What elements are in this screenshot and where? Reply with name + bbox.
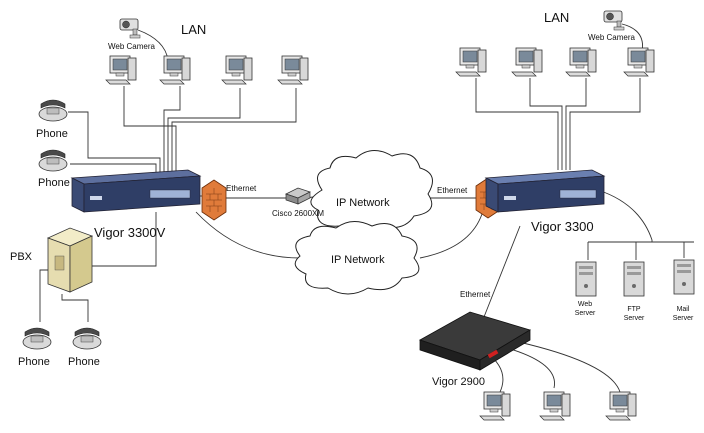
computer-icon xyxy=(277,55,309,85)
phone-label-1: Phone xyxy=(36,128,68,140)
ethernet-left-label: Ethernet xyxy=(226,184,257,193)
telephone-icon xyxy=(38,149,68,172)
telephone-icon xyxy=(72,327,102,350)
computer-icon xyxy=(455,47,487,77)
computer-icon xyxy=(565,47,597,77)
phone-label-2: Phone xyxy=(38,177,70,189)
phone-label-3: Phone xyxy=(18,356,50,368)
web-server-label-line1: Web xyxy=(577,301,593,308)
computer-icon xyxy=(511,47,543,77)
phone-label-4: Phone xyxy=(68,356,100,368)
web-camera-left-label: Web Camera xyxy=(108,42,155,51)
vigor-3300-label: Vigor 3300 xyxy=(531,219,594,234)
server-icon xyxy=(623,261,645,297)
telephone-icon xyxy=(38,99,68,122)
cisco-label: Cisco 2600XM xyxy=(272,209,325,218)
ethernet-right-label: Ethernet xyxy=(437,186,468,195)
server-icon xyxy=(575,261,597,297)
vigor-2900-label: Vigor 2900 xyxy=(432,376,486,388)
ip-network-top-label: IP Network xyxy=(336,197,390,209)
pbx-icon xyxy=(46,227,94,293)
computer-icon xyxy=(539,391,571,421)
computer-icon xyxy=(221,55,253,85)
ip-network-bottom-label: IP Network xyxy=(331,254,385,266)
lan-left-label: LAN xyxy=(181,22,207,37)
cisco-router xyxy=(285,187,311,205)
telephone-icon xyxy=(22,327,52,350)
vigor-3300-router xyxy=(484,169,606,213)
cloud-icon xyxy=(310,150,433,233)
web-server-label-line2: Server xyxy=(574,310,596,317)
computer-icon xyxy=(105,55,137,85)
ftp-server-label-line1: FTP xyxy=(627,306,641,313)
server-icon xyxy=(673,259,695,295)
web-camera-right-label: Web Camera xyxy=(588,33,635,42)
firewall-icon xyxy=(201,179,227,221)
web-camera-icon xyxy=(119,18,141,39)
ethernet-bottom-label: Ethernet xyxy=(460,290,491,299)
computer-icon xyxy=(159,55,191,85)
vigor-2900-router xyxy=(419,311,531,371)
cloud-icon xyxy=(294,221,420,295)
computer-icon xyxy=(623,47,655,77)
vigor-3300v-label: Vigor 3300V xyxy=(94,225,166,240)
computer-icon xyxy=(479,391,511,421)
pbx-label: PBX xyxy=(10,251,33,263)
lan-right-label: LAN xyxy=(544,10,570,25)
mail-server-label-line1: Mail xyxy=(676,306,690,313)
mail-server-label-line2: Server xyxy=(672,315,694,322)
mail-server-label: Mail Server xyxy=(663,305,703,323)
ftp-server-label-line2: Server xyxy=(623,315,645,322)
vigor-3300v-router xyxy=(70,169,202,213)
computer-icon xyxy=(605,391,637,421)
ftp-server-label: FTP Server xyxy=(614,305,654,323)
web-camera-icon xyxy=(603,10,625,31)
web-server-label: Web Server xyxy=(565,300,605,318)
